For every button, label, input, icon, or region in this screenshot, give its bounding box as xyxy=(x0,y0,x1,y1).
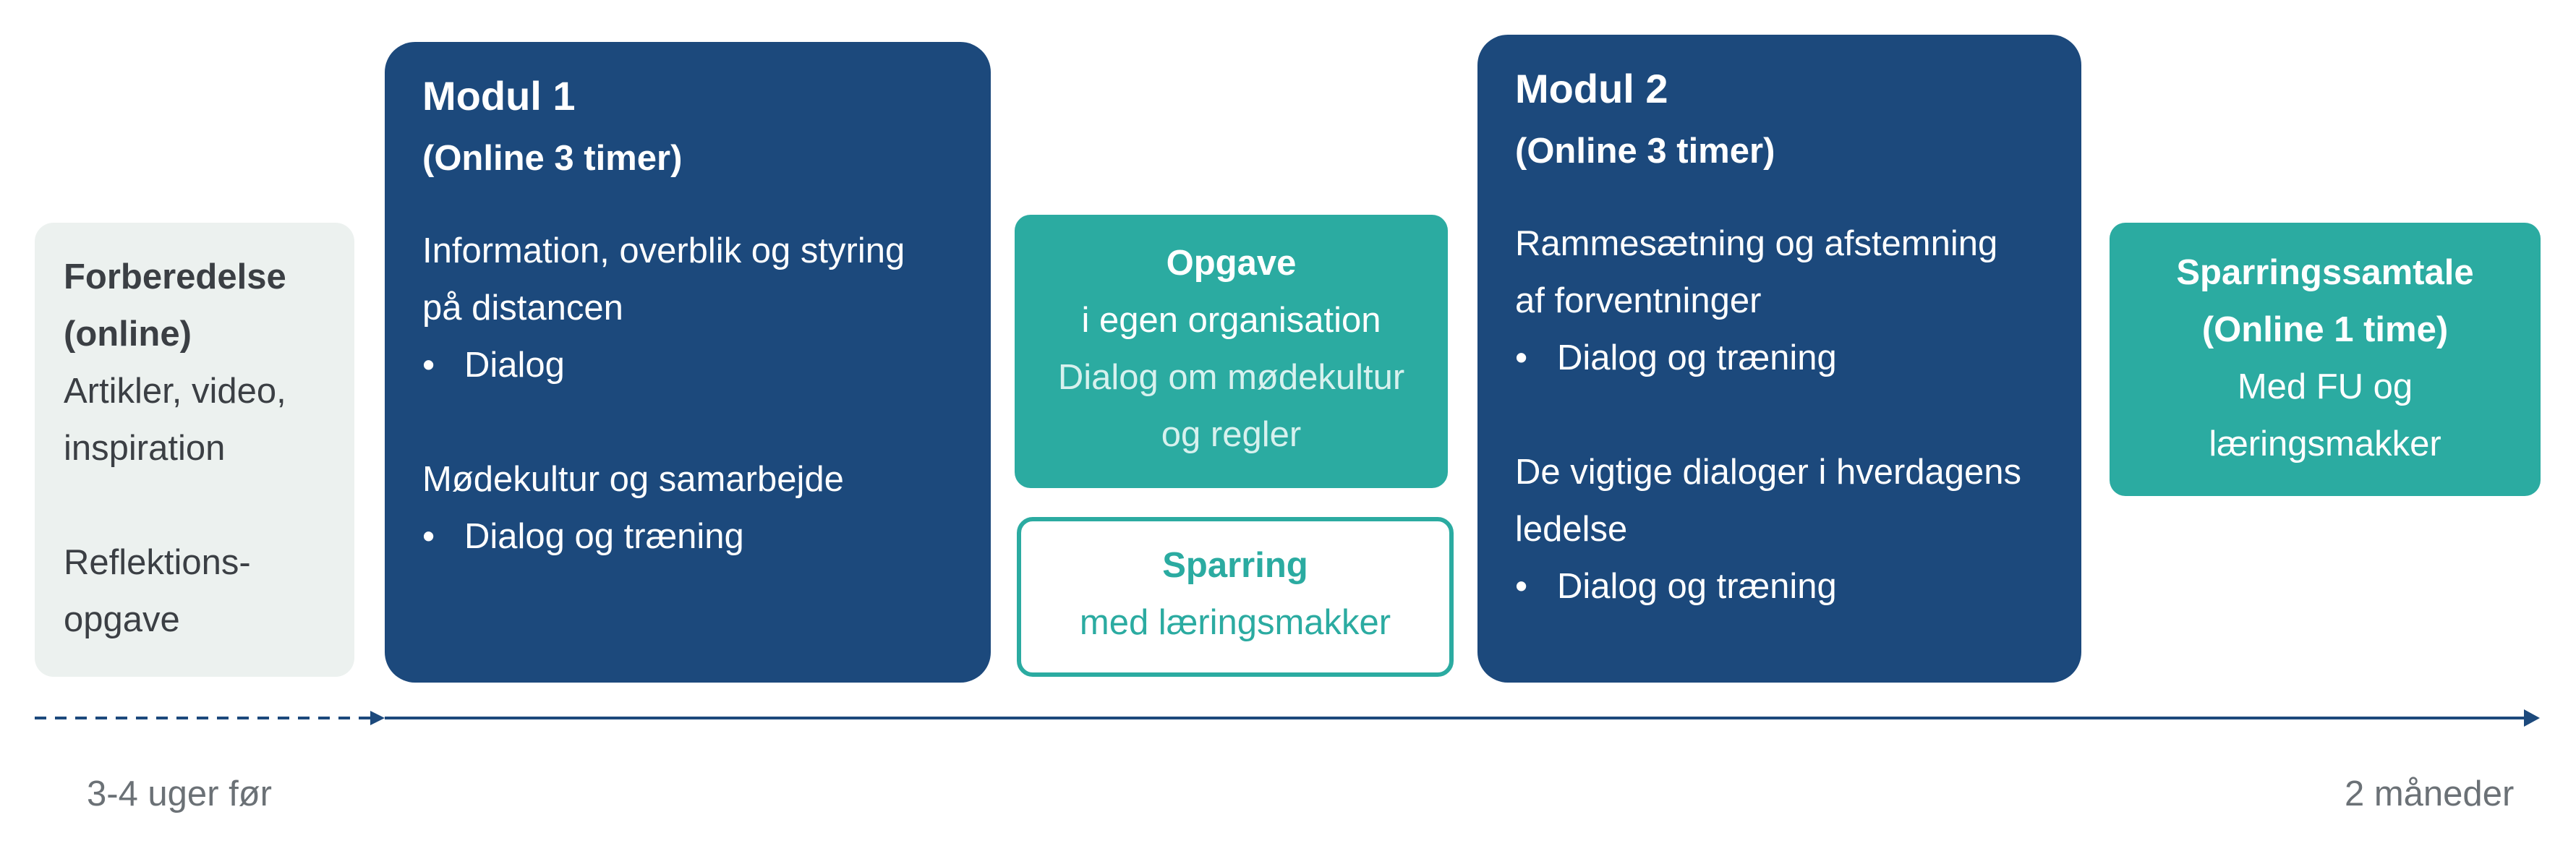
opgave-line: og regler xyxy=(1161,415,1302,454)
bullet-icon: • xyxy=(422,517,435,556)
modul-2-bullet-item: • Dialog og træning xyxy=(1515,558,2081,615)
opgave-line: i egen organisation xyxy=(1081,301,1381,340)
sparringssamtale-title: Sparringssamtale xyxy=(2176,253,2474,292)
timeline-end-label: 2 måneder xyxy=(2345,774,2515,813)
bullet-text: Dialog og træning xyxy=(1557,567,1837,606)
modul-2-subtitle: (Online 3 timer) xyxy=(1515,132,1775,171)
modul-2-section-heading: ledelse xyxy=(1515,510,1628,549)
modul-1-box: Modul 1 (Online 3 timer) Information, ov… xyxy=(385,42,991,683)
modul-1-title: Modul 1 xyxy=(422,73,576,119)
sparring-title: Sparring xyxy=(1162,546,1308,585)
modul-2-section-heading: af forventninger xyxy=(1515,281,1762,320)
sparringssamtale-box: Sparringssamtale (Online 1 time) Med FU … xyxy=(2110,223,2541,496)
modul-1-section-heading: Mødekultur og samarbejde xyxy=(422,460,844,499)
bullet-text: Dialog xyxy=(464,346,565,385)
modul-2-section-heading: De vigtige dialoger i hverdagens xyxy=(1515,453,2022,492)
modul-2-bullet-item: • Dialog og træning xyxy=(1515,330,2081,387)
sparringssamtale-subtitle: (Online 1 time) xyxy=(2201,310,2449,349)
forberedelse-line: Reflektions- xyxy=(64,543,251,582)
timeline-mid-arrowhead xyxy=(370,711,385,725)
forberedelse-title: Forberedelse xyxy=(64,257,286,296)
modul-1-bullet-item: • Dialog og træning xyxy=(422,508,991,565)
forberedelse-line: opgave xyxy=(64,600,180,639)
forberedelse-box: Forberedelse (online) Artikler, video, i… xyxy=(35,223,354,677)
opgave-box: Opgave i egen organisation Dialog om mød… xyxy=(1015,215,1448,488)
bullet-text: Dialog og træning xyxy=(464,517,744,556)
opgave-line: Dialog om mødekultur xyxy=(1057,358,1405,397)
forberedelse-line: Artikler, video, xyxy=(64,372,286,411)
timeline-start-label: 3-4 uger før xyxy=(87,774,272,813)
sparringssamtale-line: læringsmakker xyxy=(2209,424,2441,463)
bullet-icon: • xyxy=(1515,567,1528,606)
sparringssamtale-line: Med FU og xyxy=(2237,367,2413,406)
bullet-icon: • xyxy=(422,346,435,385)
modul-1-subtitle: (Online 3 timer) xyxy=(422,139,683,178)
sparring-box: Sparring med læringsmakker xyxy=(1017,517,1454,677)
forberedelse-line: inspiration xyxy=(64,429,226,468)
modul-1-bullet-item: • Dialog xyxy=(422,337,991,394)
modul-2-section-heading: Rammesætning og afstemning xyxy=(1515,224,1998,263)
bullet-text: Dialog og træning xyxy=(1557,338,1837,377)
timeline-end-arrowhead xyxy=(2524,709,2540,727)
sparring-line: med læringsmakker xyxy=(1079,603,1391,642)
bullet-icon: • xyxy=(1515,338,1528,377)
opgave-title: Opgave xyxy=(1166,244,1297,283)
modul-2-title: Modul 2 xyxy=(1515,66,1668,111)
modul-1-section-heading: på distancen xyxy=(422,289,623,328)
forberedelse-subtitle: (online) xyxy=(64,315,192,354)
modul-2-box: Modul 2 (Online 3 timer) Rammesætning og… xyxy=(1477,35,2081,683)
modul-1-section-heading: Information, overblik og styring xyxy=(422,231,905,270)
